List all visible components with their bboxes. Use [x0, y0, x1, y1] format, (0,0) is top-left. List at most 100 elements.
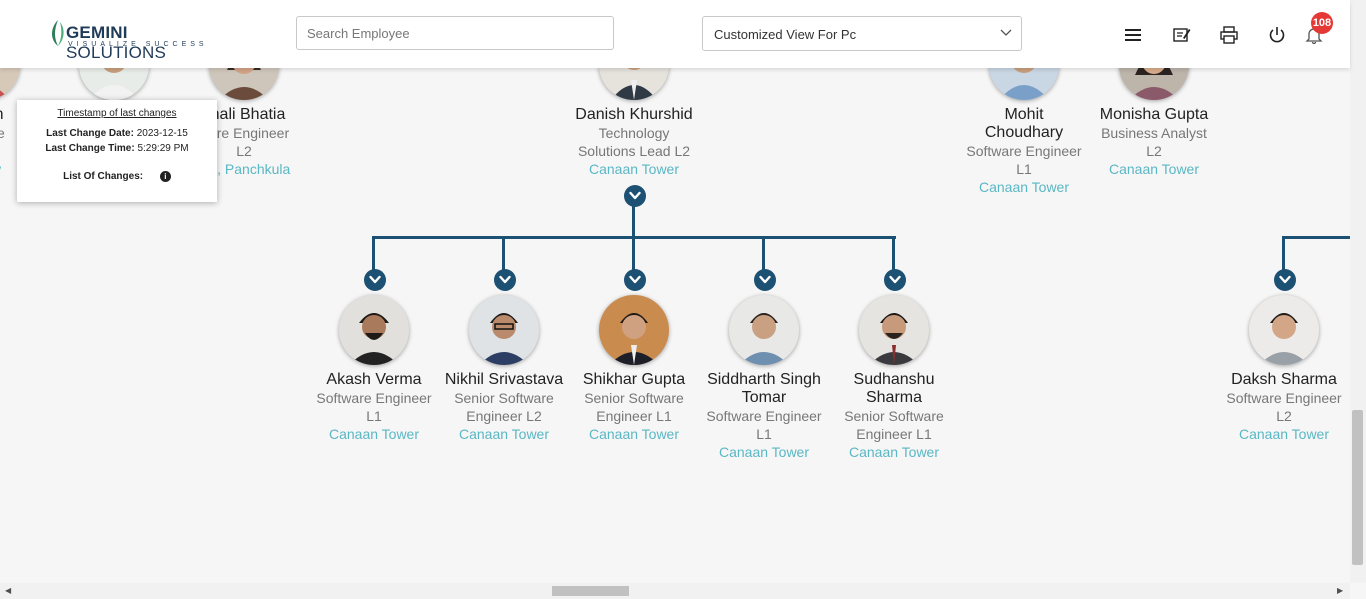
employee-card[interactable]: shali Bhatia ware Engineer L2 ark, Panch…	[179, 106, 309, 178]
date-value: 2023-12-15	[136, 128, 188, 139]
employee-location: Canaan Tower	[588, 426, 680, 442]
employee-designation: L1	[1016, 161, 1032, 177]
search-employee-input[interactable]	[296, 16, 614, 50]
connector-line	[372, 236, 375, 272]
employee-name: Akash Verma	[326, 371, 422, 388]
scroll-right-arrow-icon[interactable]: ▶	[1337, 586, 1344, 595]
employee-designation: Engineer L1	[596, 408, 672, 424]
expand-toggle[interactable]	[624, 185, 646, 207]
employee-name: Siddharth Singh	[707, 371, 821, 388]
employee-name: Mohit	[1004, 106, 1044, 123]
employee-name: Sudhanshu	[853, 371, 935, 388]
date-label: Last Change Date:	[46, 128, 134, 139]
employee-avatar[interactable]	[599, 295, 669, 365]
employee-avatar[interactable]	[469, 295, 539, 365]
employee-location: Canaan Tower	[328, 426, 420, 442]
employee-card[interactable]: Akash Verma Software Engineer L1 Canaan …	[309, 371, 439, 443]
employee-designation: Technology	[598, 125, 670, 141]
connector-line	[892, 236, 895, 272]
employee-avatar[interactable]	[729, 295, 799, 365]
connector-line	[1282, 236, 1350, 239]
employee-designation: sine	[0, 125, 5, 141]
expand-toggle[interactable]	[1274, 269, 1296, 291]
expand-toggle[interactable]	[754, 269, 776, 291]
employee-card[interactable]: Sudhanshu Sharma Senior Software Enginee…	[829, 371, 959, 461]
chevron-down-icon	[889, 275, 901, 284]
changes-label: List Of Changes:	[63, 171, 144, 183]
employee-name: Daksh Sharma	[1231, 371, 1337, 388]
chevron-down-icon	[1000, 29, 1012, 36]
employee-location: ow	[0, 160, 57, 178]
notification-count-badge[interactable]: 108	[1311, 12, 1333, 34]
employee-avatar[interactable]	[859, 295, 929, 365]
power-icon[interactable]	[1267, 25, 1287, 45]
employee-name: Choudhary	[984, 124, 1064, 141]
chevron-down-icon	[369, 275, 381, 284]
employee-card[interactable]: Shikhar Gupta Senior Software Engineer L…	[569, 371, 699, 443]
connector-line	[762, 236, 765, 272]
employee-designation: Engineer L1	[856, 426, 932, 442]
employee-name: Sharma	[865, 389, 923, 406]
time-value: 5:29:29 PM	[137, 143, 189, 154]
employee-avatar[interactable]	[1249, 295, 1319, 365]
employee-designation: Senior Software	[584, 390, 684, 406]
menu-icon[interactable]	[1124, 25, 1144, 45]
vertical-scrollbar[interactable]	[1350, 0, 1366, 583]
employee-card[interactable]: Nikhil Srivastava Senior Software Engine…	[439, 371, 569, 443]
company-logo[interactable]: GEMINI SOLUTIONS VISUALIZE SUCCESS	[48, 18, 218, 62]
employee-location: Canaan Tower	[588, 161, 680, 177]
employee-designation: Software Engineer	[1226, 390, 1342, 406]
employee-designation: L1	[366, 408, 382, 424]
employee-location: ark, Panchkula	[197, 161, 291, 177]
chevron-down-icon	[1279, 275, 1291, 284]
employee-designation: Software Engineer	[966, 143, 1082, 159]
employee-name: shali Bhatia	[202, 106, 286, 123]
chevron-down-icon	[759, 275, 771, 284]
employee-designation: Engineer L2	[466, 408, 542, 424]
employee-avatar[interactable]	[339, 295, 409, 365]
expand-toggle[interactable]	[884, 269, 906, 291]
employee-card[interactable]: ron sine L1 ow	[0, 106, 57, 178]
expand-toggle[interactable]	[624, 269, 646, 291]
edit-note-icon[interactable]	[1172, 25, 1192, 45]
scroll-left-arrow-icon[interactable]: ◀	[5, 586, 12, 595]
employee-card[interactable]: Danish Khurshid Technology Solutions Lea…	[569, 106, 699, 178]
employee-card[interactable]: Mohit Choudhary Software Engineer L1 Can…	[959, 106, 1089, 196]
employee-name: Nikhil Srivastava	[444, 371, 564, 388]
last-change-date: Last Change Date: 2023-12-15	[17, 128, 217, 139]
employee-card[interactable]: Siddharth Singh Tomar Software Engineer …	[699, 371, 829, 461]
employee-location: Canaan Tower	[848, 444, 940, 460]
employee-designation: Software Engineer	[706, 408, 822, 424]
print-icon[interactable]	[1219, 25, 1239, 45]
employee-designation: Senior Software	[844, 408, 944, 424]
employee-designation: L1	[756, 426, 772, 442]
info-icon[interactable]: i	[159, 171, 171, 182]
chevron-down-icon	[629, 191, 641, 200]
employee-location: Canaan Tower	[1108, 161, 1200, 177]
vertical-scroll-thumb[interactable]	[1352, 410, 1363, 565]
last-change-time: Last Change Time: 5:29:29 PM	[17, 143, 217, 154]
employee-name: Danish Khurshid	[575, 106, 693, 123]
employee-designation: ware Engineer	[198, 125, 290, 141]
connector-line	[632, 236, 635, 272]
leaf-logo-icon	[52, 20, 64, 46]
horizontal-scroll-thumb[interactable]	[552, 586, 629, 596]
horizontal-scrollbar[interactable]: ◀ ▶	[0, 583, 1350, 599]
employee-name: Tomar	[741, 389, 787, 406]
employee-location: Canaan Tower	[978, 179, 1070, 195]
employee-card[interactable]: Monisha Gupta Business Analyst L2 Canaan…	[1089, 106, 1219, 178]
expand-toggle[interactable]	[494, 269, 516, 291]
popup-title: Timestamp of last changes	[57, 108, 177, 119]
employee-name: ron	[0, 106, 57, 124]
chevron-down-icon	[629, 275, 641, 284]
timestamp-popup: Timestamp of last changes Last Change Da…	[17, 100, 217, 202]
list-of-changes: List Of Changes: i	[17, 171, 217, 182]
view-select-dropdown[interactable]: Customized View For Pc	[702, 16, 1022, 51]
employee-location: Canaan Tower	[718, 444, 810, 460]
employee-location: Canaan Tower	[1238, 426, 1330, 442]
view-select-value: Customized View For Pc	[714, 27, 857, 42]
time-label: Last Change Time:	[45, 143, 135, 154]
employee-designation: Solutions Lead L2	[577, 143, 691, 159]
employee-card[interactable]: Daksh Sharma Software Engineer L2 Canaan…	[1219, 371, 1349, 443]
expand-toggle[interactable]	[364, 269, 386, 291]
